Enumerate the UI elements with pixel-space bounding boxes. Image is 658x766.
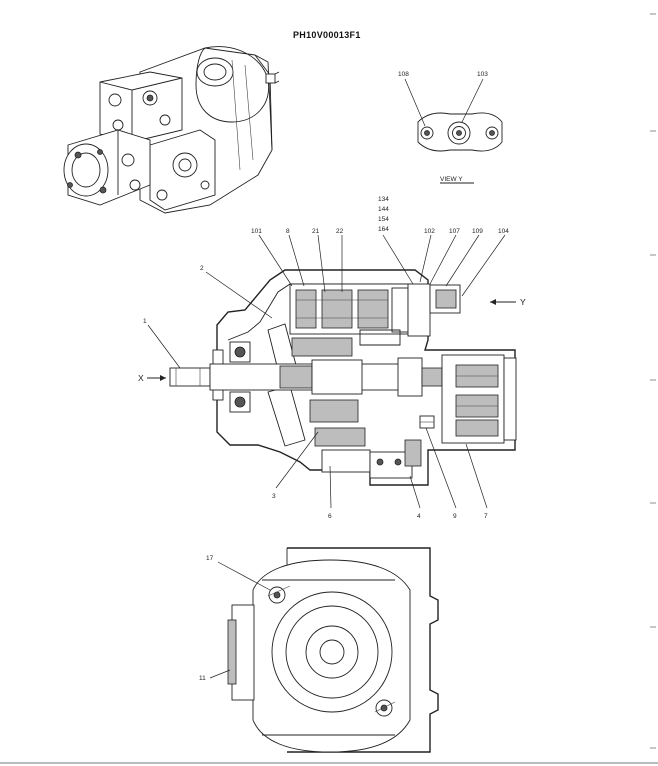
- callout-11: 11: [199, 675, 206, 682]
- callout-17: 17: [206, 555, 214, 562]
- callout-104: 104: [498, 228, 509, 235]
- section-leader-lines: [147, 234, 506, 509]
- callout-1: 1: [143, 318, 147, 325]
- callout-8: 8: [286, 228, 290, 235]
- callout-7: 7: [484, 513, 488, 520]
- callout-9: 9: [453, 513, 457, 520]
- callout-4: 4: [417, 513, 421, 520]
- callout-134: 134: [378, 196, 389, 203]
- callout-22: 22: [336, 228, 344, 235]
- margin-ticks: [650, 13, 656, 749]
- pump-isometric-illustration: [63, 46, 280, 214]
- view-direction-y-arrow: [490, 299, 516, 305]
- callout-21: 21: [312, 228, 320, 235]
- view-y-caption: VIEW Y: [440, 176, 463, 183]
- callout-2: 2: [200, 265, 204, 272]
- view-y-detail: [404, 78, 503, 184]
- callout-103: 103: [477, 71, 488, 78]
- callout-144: 144: [378, 206, 389, 213]
- callout-107: 107: [449, 228, 460, 235]
- callout-108: 108: [398, 71, 409, 78]
- callout-164: 164: [378, 226, 389, 233]
- pump-end-view: [209, 547, 439, 753]
- callout-102: 102: [424, 228, 435, 235]
- callout-154: 154: [378, 216, 389, 223]
- callout-101: 101: [251, 228, 262, 235]
- direction-label-y: Y: [520, 297, 526, 307]
- callout-6: 6: [328, 513, 332, 520]
- view-direction-x-arrow: [147, 375, 166, 381]
- direction-label-x: X: [138, 373, 144, 383]
- callout-109: 109: [472, 228, 483, 235]
- drawing-code: PH10V00013F1: [293, 30, 361, 40]
- pump-cross-section: [169, 269, 517, 486]
- callout-3: 3: [272, 493, 276, 500]
